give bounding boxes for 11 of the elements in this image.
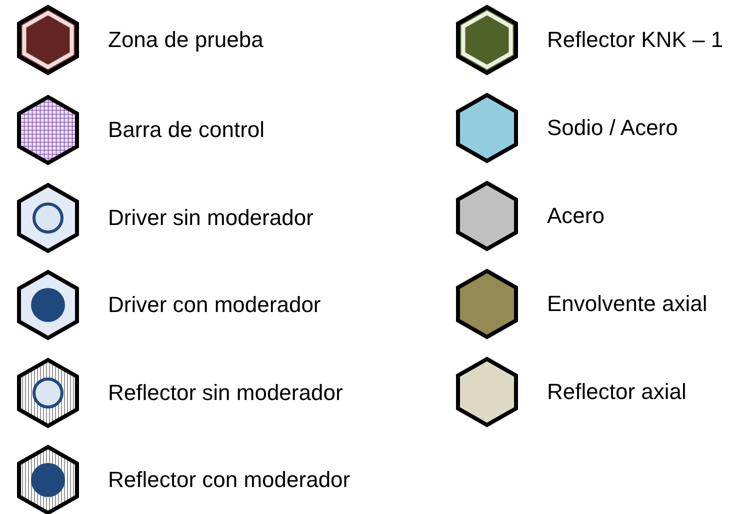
legend-label: Acero [547,203,604,229]
legend-label: Driver sin moderador [108,205,314,231]
legend-label: Barra de control [108,117,265,143]
legend-label: Reflector axial [547,379,686,405]
legend-label: Reflector KNK – 1 [547,27,724,53]
legend-label: Driver con moderador [108,292,321,318]
legend-label: Zona de prueba [108,27,264,53]
legend-label: Envolvente axial [547,291,708,317]
legend-label: Reflector con moderador [108,467,350,493]
legend-label: Sodio / Acero [547,115,678,141]
legend-label: Reflector sin moderador [108,380,343,406]
